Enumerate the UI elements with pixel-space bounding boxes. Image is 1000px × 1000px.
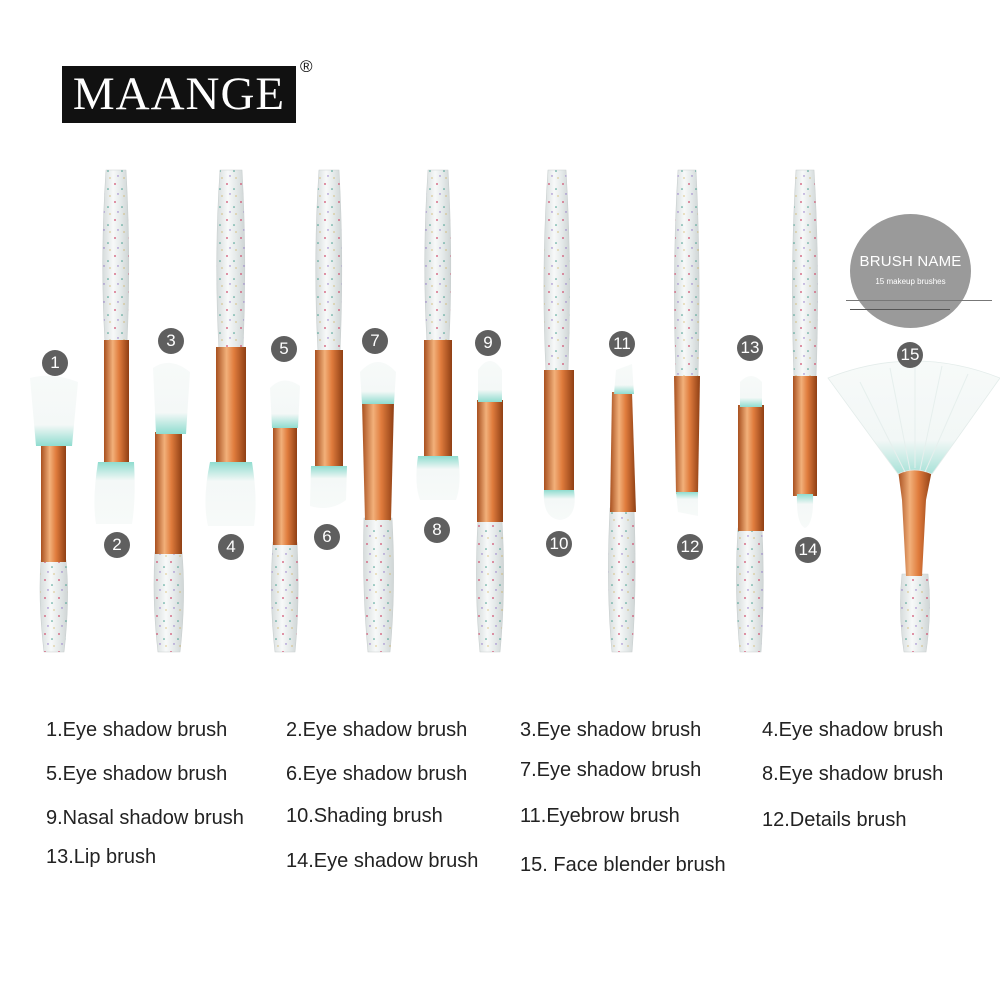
badge-subtitle: 15 makeup brushes (875, 277, 946, 286)
brush-name-item: 1.Eye shadow brush (46, 719, 228, 741)
brush-name-item: 15. Face blender brush (520, 854, 726, 876)
brush-name-item: 10.Shading brush (286, 805, 443, 827)
brush-name-item: 12.Details brush (762, 809, 907, 831)
brush-name-badge: BRUSH NAME 15 makeup brushes (850, 214, 971, 328)
brush-7 (360, 362, 396, 653)
brush-name-item: 7.Eye shadow brush (520, 759, 702, 781)
number-circle-2: 2 (104, 532, 130, 558)
brush-2 (94, 169, 135, 524)
registered-mark: ® (300, 57, 313, 76)
brush-name-item: 3.Eye shadow brush (520, 719, 702, 741)
badge-divider-line (846, 300, 992, 301)
brand-logo-text: MAANGE (72, 68, 286, 120)
brand-logo: MAANGE (62, 66, 296, 123)
brush-12 (674, 169, 700, 516)
number-circle-9: 9 (475, 330, 501, 356)
brush-11 (608, 364, 636, 653)
brush-3 (153, 362, 190, 653)
brush-name-item: 9.Nasal shadow brush (46, 807, 244, 829)
brush-1 (30, 375, 78, 653)
brush-6 (310, 169, 347, 508)
number-circle-13: 13 (737, 335, 763, 361)
number-circle-4: 4 (218, 534, 244, 560)
number-circle-11: 11 (609, 331, 635, 357)
brush-4 (205, 169, 256, 526)
brush-name-item: 13.Lip brush (46, 846, 157, 868)
brush-name-item: 5.Eye shadow brush (46, 763, 228, 785)
badge-title: BRUSH NAME (859, 253, 962, 270)
number-circle-7: 7 (362, 328, 388, 354)
number-circle-5: 5 (271, 336, 297, 362)
brush-name-item: 2.Eye shadow brush (286, 719, 468, 741)
brush-9 (476, 361, 504, 653)
number-circle-12: 12 (677, 534, 703, 560)
number-circle-1: 1 (42, 350, 68, 376)
brush-14 (792, 169, 818, 528)
brush-8 (416, 169, 460, 500)
brush-13 (736, 376, 764, 653)
brush-name-item: 14.Eye shadow brush (286, 850, 479, 872)
number-circle-6: 6 (314, 524, 340, 550)
brush-name-item: 4.Eye shadow brush (762, 719, 944, 741)
badge-divider-line-2 (850, 309, 950, 310)
number-circle-8: 8 (424, 517, 450, 543)
brush-15 (827, 360, 1000, 653)
brush-5 (270, 380, 300, 653)
brush-name-item: 8.Eye shadow brush (762, 763, 944, 785)
brush-illustration (30, 169, 1000, 653)
brush-name-item: 11.Eyebrow brush (520, 805, 680, 827)
number-circle-10: 10 (546, 531, 572, 557)
brush-10 (543, 169, 575, 520)
number-circle-15: 15 (897, 342, 923, 368)
number-circle-14: 14 (795, 537, 821, 563)
number-circle-3: 3 (158, 328, 184, 354)
brush-name-item: 6.Eye shadow brush (286, 763, 468, 785)
